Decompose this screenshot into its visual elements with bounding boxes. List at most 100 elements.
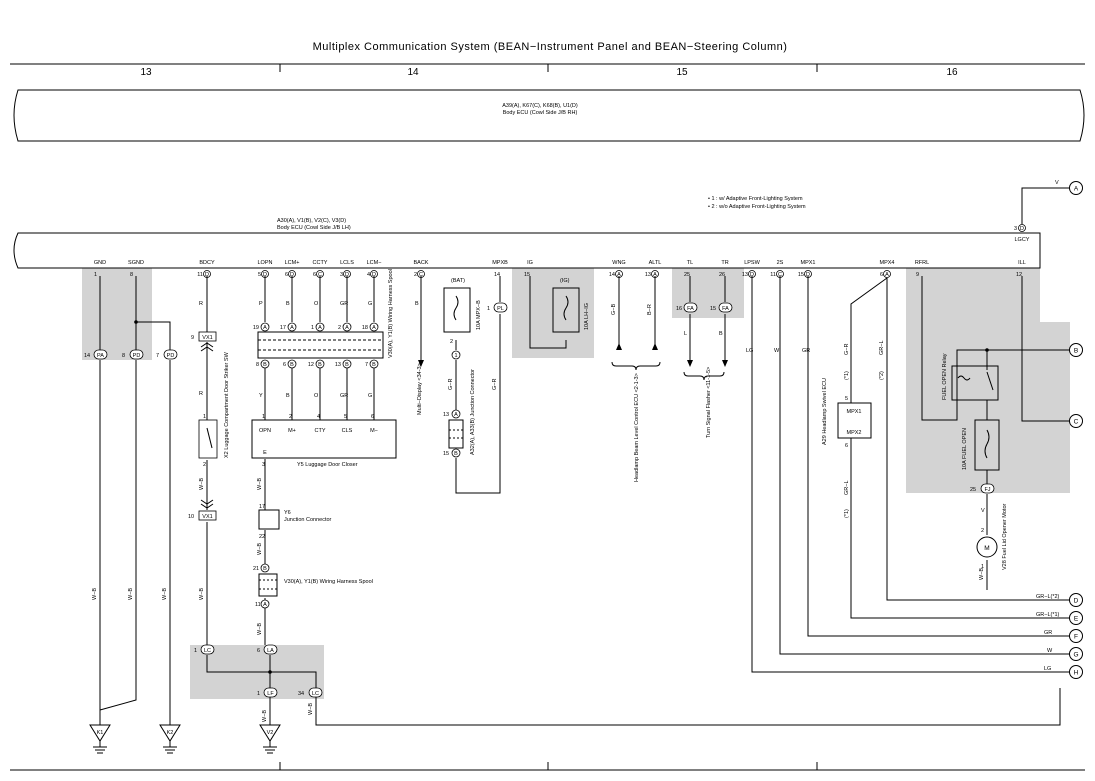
- svg-text:17: 17: [280, 325, 286, 331]
- svg-text:M+: M+: [288, 428, 296, 434]
- svg-text:10A FUEL OPEN: 10A FUEL OPEN: [962, 428, 968, 470]
- svg-text:5: 5: [344, 414, 347, 420]
- svg-text:(*1): (*1): [844, 371, 850, 380]
- svg-text:G: G: [368, 301, 372, 307]
- multi-display-ref: Multi−Display <34-3>: [417, 363, 423, 415]
- offpage-connector-a: A: [1069, 181, 1083, 195]
- section-15: 15: [676, 67, 688, 78]
- ground-k2: K2: [159, 724, 181, 754]
- svg-text:19: 19: [253, 325, 259, 331]
- fuel-open-relay: FUEL OPEN Relay: [942, 353, 999, 401]
- svg-text:A: A: [263, 325, 267, 331]
- svg-text:R: R: [199, 391, 203, 397]
- svg-text:B: B: [263, 566, 267, 572]
- svg-text:PA: PA: [97, 353, 104, 359]
- svg-text:FA: FA: [722, 306, 729, 312]
- svg-text:V30(A), Y1(B) Wiring Harness S: V30(A), Y1(B) Wiring Harness Spool: [284, 579, 373, 585]
- ground-v2: V2: [259, 724, 281, 754]
- ecu-rh-name: Body ECU (Cowl Side J/B RH): [503, 110, 578, 116]
- svg-text:6: 6: [257, 648, 260, 654]
- svg-text:CLS: CLS: [342, 428, 353, 434]
- svg-text:X2 Luggage Compartment Door St: X2 Luggage Compartment Door Striker SW: [224, 351, 230, 458]
- svg-text:2: 2: [450, 339, 453, 345]
- svg-text:PD: PD: [133, 353, 141, 359]
- svg-text:V: V: [981, 508, 985, 514]
- svg-text:34: 34: [298, 691, 304, 697]
- svg-text:E: E: [263, 450, 267, 456]
- svg-text:2: 2: [289, 414, 292, 420]
- svg-text:1: 1: [311, 325, 314, 331]
- svg-text:6: 6: [285, 272, 288, 278]
- junction-dots: [134, 320, 989, 674]
- svg-text:8: 8: [256, 362, 259, 368]
- ecu-lh-connectors: A30(A), V1(B), V2(C), V3(D): [277, 218, 346, 224]
- svg-text:12: 12: [308, 362, 314, 368]
- svg-text:GR−L: GR−L: [844, 480, 850, 495]
- offpage-connector-d: D: [1069, 593, 1083, 607]
- a32-junction-connector: A 13 B 15 A32(A), A33(B) Junction Connec…: [443, 369, 476, 458]
- svg-text:B−R: B−R: [647, 304, 653, 315]
- svg-text:15: 15: [443, 451, 449, 457]
- svg-text:D: D: [372, 272, 376, 278]
- svg-text:B: B: [372, 362, 376, 368]
- svg-text:8: 8: [130, 272, 133, 278]
- rotated-wire-labels: W−B W−B W−B W−B W−B W−B W−B W−B W−B W−B …: [92, 304, 985, 722]
- offpage-connector-h: H: [1069, 665, 1083, 679]
- svg-text:FUEL OPEN Relay: FUEL OPEN Relay: [942, 353, 948, 400]
- svg-text:W−B: W−B: [199, 478, 205, 490]
- svg-text:R: R: [199, 301, 203, 307]
- svg-text:GR: GR: [802, 348, 810, 354]
- svg-text:K1: K1: [97, 730, 104, 736]
- svg-text:P: P: [259, 301, 263, 307]
- svg-text:W: W: [1047, 648, 1053, 654]
- svg-text:W−B: W−B: [128, 588, 134, 600]
- svg-text:W−B: W−B: [308, 703, 314, 715]
- svg-text:MPXB: MPXB: [492, 260, 508, 266]
- svg-text:15: 15: [524, 272, 530, 278]
- wiring-harness-spool-lower: B 21 A 11 V30(A), Y1(B) Wiring Harness S…: [253, 563, 373, 609]
- svg-text:IG: IG: [527, 260, 533, 266]
- svg-text:D: D: [263, 272, 267, 278]
- svg-text:3: 3: [340, 272, 343, 278]
- svg-text:SGND: SGND: [128, 260, 144, 266]
- svg-text:10A LH−IG: 10A LH−IG: [584, 303, 590, 330]
- svg-text:FA: FA: [687, 306, 694, 312]
- svg-text:LOPN: LOPN: [258, 260, 273, 266]
- svg-text:6: 6: [313, 272, 316, 278]
- svg-text:B: B: [345, 362, 349, 368]
- svg-text:B: B: [290, 362, 294, 368]
- section-13: 13: [140, 67, 152, 78]
- body-ecu-rh-box: [13, 89, 1085, 142]
- svg-text:Y: Y: [259, 393, 263, 399]
- svg-text:BACK: BACK: [414, 260, 429, 266]
- external-arrows: [418, 343, 728, 381]
- svg-text:D: D: [290, 272, 294, 278]
- offpage-connector-g: G: [1069, 647, 1083, 661]
- svg-text:13: 13: [443, 412, 449, 418]
- svg-text:9: 9: [191, 335, 194, 341]
- svg-text:V2: V2: [267, 730, 274, 736]
- svg-text:1: 1: [94, 272, 97, 278]
- diagram-title: Multiplex Communication System (BEAN−Ins…: [313, 41, 788, 53]
- svg-text:G−R: G−R: [844, 344, 850, 355]
- svg-text:W−B: W−B: [199, 588, 205, 600]
- svg-text:15: 15: [798, 272, 804, 278]
- ecu-rh-connectors: A39(A), K67(C), K68(B), U1(D): [502, 103, 578, 109]
- fuse-ig: (IG) 10A LH−IG: [552, 278, 590, 333]
- svg-text:B: B: [415, 301, 419, 307]
- svg-text:V: V: [1055, 180, 1059, 186]
- svg-text:13: 13: [742, 272, 748, 278]
- wires: [99, 276, 1070, 726]
- offpage-connector-f: F: [1069, 629, 1083, 643]
- svg-text:W−B: W−B: [257, 543, 263, 555]
- section-16: 16: [946, 67, 958, 78]
- svg-text:G: G: [368, 393, 372, 399]
